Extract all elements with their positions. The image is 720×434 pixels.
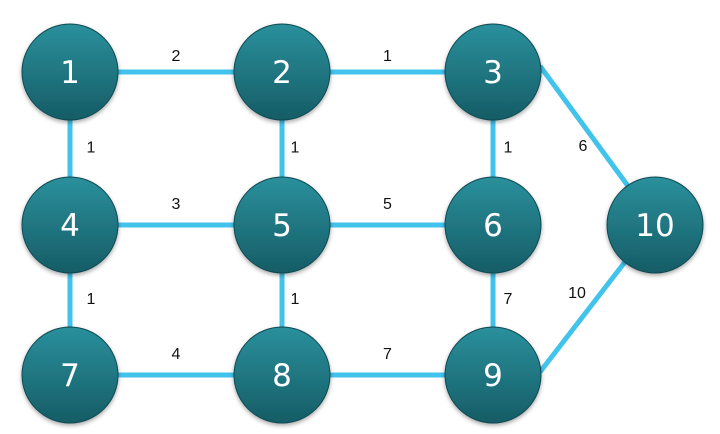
node-2: 2 (233, 23, 331, 121)
edge-weight-6-9: 7 (504, 291, 513, 308)
node-label-3: 3 (483, 55, 503, 91)
node-label-10: 10 (635, 208, 674, 244)
node-circle-1 (21, 23, 119, 121)
node-label-6: 6 (483, 208, 503, 244)
edge-9-10 (538, 256, 630, 374)
node-label-8: 8 (272, 358, 292, 394)
node-circle-7 (21, 326, 119, 424)
edges-layer (67, 64, 631, 378)
node-circle-3 (444, 23, 542, 121)
node-circle-6 (444, 176, 542, 274)
node-label-1: 1 (60, 55, 80, 91)
node-7: 7 (21, 326, 119, 424)
node-9: 9 (444, 326, 542, 424)
edge-3-10 (537, 64, 631, 188)
edge-weight-3-10: 6 (579, 138, 588, 155)
node-5: 5 (233, 176, 331, 274)
edge-weight-9-10: 10 (568, 285, 586, 302)
node-label-4: 4 (60, 208, 80, 244)
edge-weight-7-8: 4 (172, 346, 181, 363)
node-6: 6 (444, 176, 542, 274)
node-10: 10 (606, 176, 704, 274)
node-1: 1 (21, 23, 119, 121)
edge-weight-5-6: 5 (383, 196, 392, 213)
edge-weight-3-6: 1 (504, 140, 513, 157)
edge-weight-2-3: 1 (383, 48, 392, 65)
node-label-7: 7 (60, 358, 80, 394)
node-label-9: 9 (483, 358, 503, 394)
edge-weight-5-8: 1 (291, 291, 300, 308)
edge-weight-4-5: 3 (172, 196, 181, 213)
edge-weight-1-4: 1 (87, 140, 96, 157)
edge-weight-2-5: 1 (291, 140, 300, 157)
node-label-5: 5 (272, 208, 292, 244)
node-circle-4 (21, 176, 119, 274)
node-3: 3 (444, 23, 542, 121)
node-circle-5 (233, 176, 331, 274)
node-4: 4 (21, 176, 119, 274)
nodes-layer: 1 2 3 4 5 6 7 8 9 10 (21, 23, 704, 424)
edge-weight-1-2: 2 (172, 48, 181, 65)
edge-weights-layer: 2 1 1 1 1 6 3 5 1 1 7 10 4 7 (87, 48, 588, 363)
node-8: 8 (233, 326, 331, 424)
node-circle-10 (606, 176, 704, 274)
node-circle-2 (233, 23, 331, 121)
node-label-2: 2 (272, 55, 292, 91)
edge-weight-8-9: 7 (383, 346, 392, 363)
node-circle-9 (444, 326, 542, 424)
node-circle-8 (233, 326, 331, 424)
edge-weight-4-7: 1 (87, 291, 96, 308)
